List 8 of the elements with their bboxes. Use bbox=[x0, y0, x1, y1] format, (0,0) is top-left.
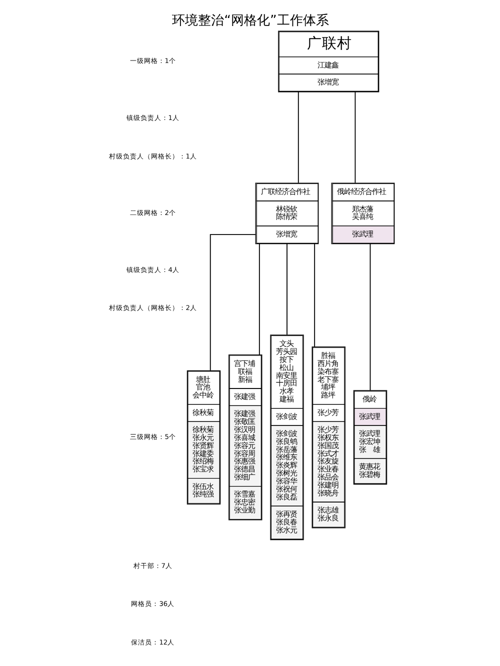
connector bbox=[297, 92, 298, 184]
connector bbox=[354, 92, 356, 184]
connector bbox=[369, 243, 370, 391]
connector bbox=[314, 243, 315, 348]
connector bbox=[258, 243, 260, 356]
connector bbox=[209, 234, 256, 371]
diagram-title: 环境整治“网格化”工作体系 bbox=[172, 13, 328, 28]
connector bbox=[286, 243, 287, 336]
